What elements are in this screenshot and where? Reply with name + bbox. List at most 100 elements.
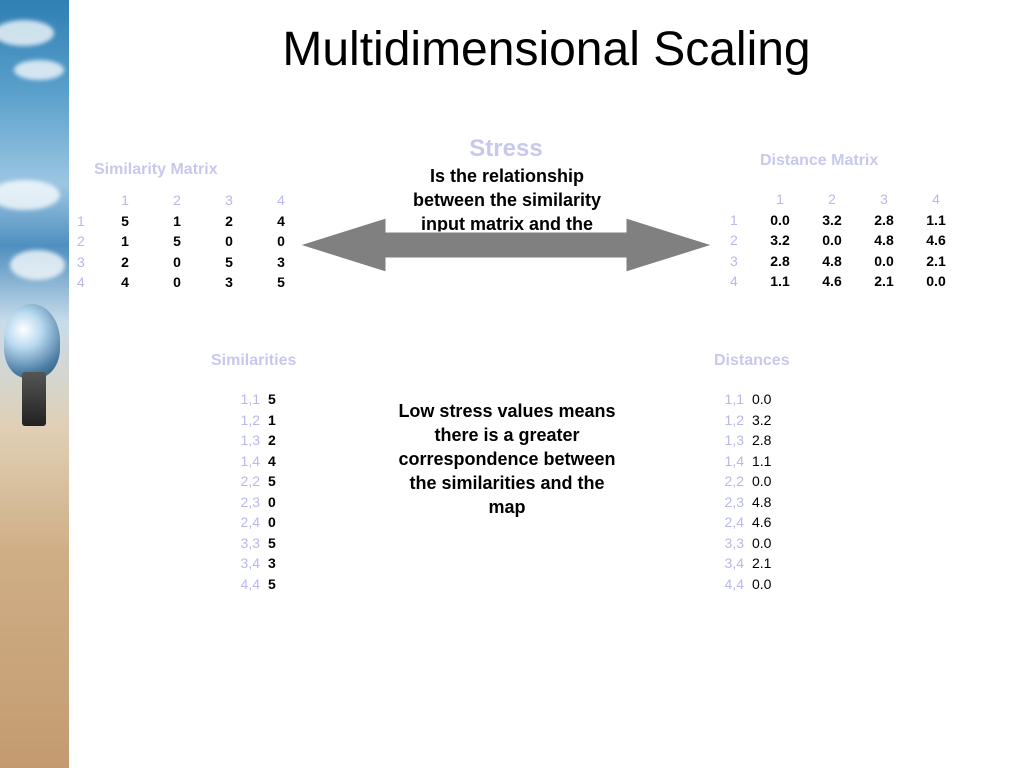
pair-value: 0 bbox=[268, 493, 276, 510]
decorative-sidebar-image bbox=[0, 0, 69, 768]
list-item: 1,3 2.8 bbox=[710, 430, 792, 451]
pair-label: 1,3 bbox=[724, 432, 744, 449]
matrix-cell: 0.0 bbox=[770, 211, 790, 228]
matrix-cell: 4 bbox=[277, 212, 285, 229]
matrix-cell: 0 bbox=[277, 233, 285, 250]
column-header: 3 bbox=[880, 191, 888, 208]
cloud-shape bbox=[14, 60, 64, 80]
pair-label: 2,3 bbox=[240, 493, 260, 510]
matrix-cell: 1 bbox=[121, 233, 129, 250]
matrix-cell: 4.8 bbox=[822, 252, 842, 269]
pair-value: 3.2 bbox=[752, 411, 772, 428]
matrix-cell: 4.6 bbox=[822, 273, 842, 290]
row-header: 2 bbox=[77, 233, 85, 250]
pair-value: 0.0 bbox=[752, 391, 772, 408]
pair-label: 1,1 bbox=[724, 391, 744, 408]
cloud-shape bbox=[0, 180, 60, 210]
pair-label: 3,3 bbox=[240, 534, 260, 551]
pair-label: 2,2 bbox=[240, 473, 260, 490]
row-header: 4 bbox=[77, 274, 85, 291]
cloud-shape bbox=[0, 20, 54, 46]
table-row: 2 3.2 0.0 4.8 4.6 bbox=[730, 230, 962, 251]
pair-value: 4.8 bbox=[752, 493, 772, 510]
pair-value: 1 bbox=[268, 411, 276, 428]
matrix-cell: 4 bbox=[121, 274, 129, 291]
row-header: 1 bbox=[730, 211, 738, 228]
matrix-cell: 2.1 bbox=[874, 273, 894, 290]
distances-label: Distances bbox=[714, 352, 790, 369]
matrix-cell: 1 bbox=[173, 212, 181, 229]
column-header: 3 bbox=[225, 192, 233, 209]
table-row: 1 5 1 2 4 bbox=[77, 211, 307, 232]
pair-value: 0.0 bbox=[752, 534, 772, 551]
pair-value: 4.6 bbox=[752, 514, 772, 531]
row-header: 4 bbox=[730, 273, 738, 290]
pair-label: 2,4 bbox=[240, 514, 260, 531]
distance-matrix-label: Distance Matrix bbox=[760, 152, 879, 169]
similarity-matrix-header-row: 1 2 3 4 bbox=[77, 190, 307, 211]
matrix-cell: 3 bbox=[225, 274, 233, 291]
column-header: 1 bbox=[776, 191, 784, 208]
list-item: 3,4 2.1 bbox=[710, 553, 792, 574]
similarities-label: Similarities bbox=[211, 352, 297, 369]
pair-label: 3,3 bbox=[724, 534, 744, 551]
pair-label: 3,4 bbox=[724, 555, 744, 572]
matrix-cell: 2.8 bbox=[770, 252, 790, 269]
stress-heading: Stress bbox=[469, 135, 543, 162]
matrix-cell: 0 bbox=[173, 274, 181, 291]
pair-value: 5 bbox=[268, 575, 276, 592]
table-row: 4 4 0 3 5 bbox=[77, 272, 307, 293]
pair-label: 1,1 bbox=[240, 391, 260, 408]
row-header: 3 bbox=[77, 253, 85, 270]
pair-label: 2,2 bbox=[724, 473, 744, 490]
pair-value: 5 bbox=[268, 534, 276, 551]
row-header: 2 bbox=[730, 232, 738, 249]
pair-label: 1,4 bbox=[240, 452, 260, 469]
pair-value: 2.1 bbox=[752, 555, 772, 572]
matrix-cell: 0 bbox=[225, 233, 233, 250]
distance-matrix-header-row: 1 2 3 4 bbox=[730, 189, 962, 210]
matrix-cell: 3.2 bbox=[822, 211, 842, 228]
matrix-cell: 5 bbox=[225, 253, 233, 270]
pair-label: 4,4 bbox=[240, 575, 260, 592]
pair-value: 0.0 bbox=[752, 575, 772, 592]
matrix-cell: 2 bbox=[225, 212, 233, 229]
list-item: 3,3 0.0 bbox=[710, 533, 792, 554]
table-row: 2 1 5 0 0 bbox=[77, 231, 307, 252]
column-header: 1 bbox=[121, 192, 129, 209]
row-header: 3 bbox=[730, 252, 738, 269]
pair-label: 2,3 bbox=[724, 493, 744, 510]
matrix-cell: 0.0 bbox=[926, 273, 946, 290]
list-item: 2,3 4.8 bbox=[710, 492, 792, 513]
pair-label: 1,2 bbox=[240, 411, 260, 428]
matrix-cell: 4.8 bbox=[874, 232, 894, 249]
pair-value: 5 bbox=[268, 391, 276, 408]
matrix-cell: 2.8 bbox=[874, 211, 894, 228]
cloud-shape bbox=[10, 250, 65, 280]
pair-value: 2.8 bbox=[752, 432, 772, 449]
distance-matrix-table: 1 2 3 4 1 0.0 3.2 2.8 1.1 2 3.2 0.0 4.8 … bbox=[730, 189, 962, 292]
matrix-cell: 2.1 bbox=[926, 252, 946, 269]
matrix-cell: 0.0 bbox=[822, 232, 842, 249]
table-row: 1 0.0 3.2 2.8 1.1 bbox=[730, 210, 962, 231]
lightbulb-icon bbox=[4, 304, 60, 378]
similarity-matrix-label: Similarity Matrix bbox=[94, 161, 218, 178]
list-item: 1,1 0.0 bbox=[710, 389, 792, 410]
matrix-cell: 2 bbox=[121, 253, 129, 270]
matrix-cell: 4.6 bbox=[926, 232, 946, 249]
column-header: 4 bbox=[932, 191, 940, 208]
